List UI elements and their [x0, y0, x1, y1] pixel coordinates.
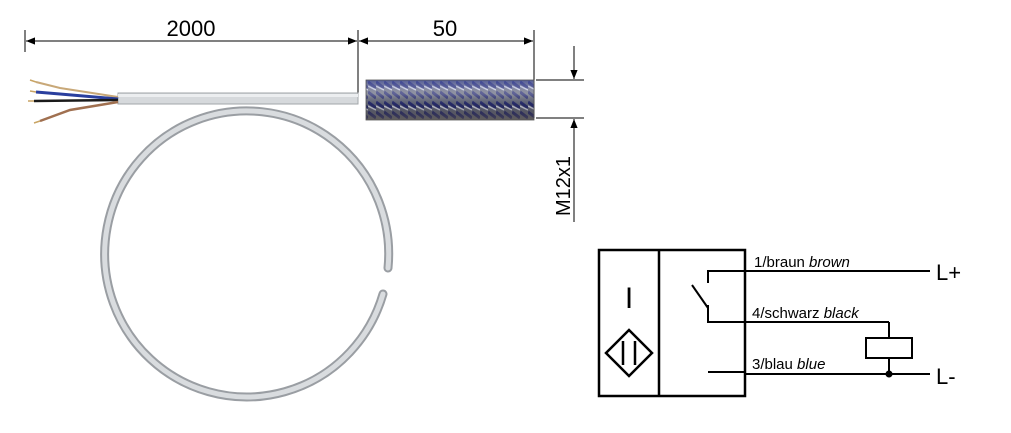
dimension-cable-length: 2000 [24, 16, 359, 100]
wire-leads [28, 79, 119, 124]
wire-label-black: 4/schwarz black [752, 305, 860, 322]
wire-label-brown: 1/braun brown [754, 254, 850, 271]
wiring-schematic: I 1/braun brown 4/schwarz black 3/blau b… [597, 248, 961, 398]
thread-label: M12x1 [553, 156, 575, 216]
terminal-l-minus: L- [936, 364, 956, 389]
cable [117, 92, 359, 105]
dimension-sensor-length: 50 [359, 16, 535, 118]
load-icon [865, 337, 913, 378]
sensor-length-label: 50 [433, 16, 457, 41]
terminal-l-plus: L+ [936, 260, 961, 285]
wire-label-blue: 3/blau blue [752, 356, 825, 373]
sensor-body [365, 79, 535, 121]
switch-contact-icon [691, 270, 745, 373]
cable-length-label: 2000 [167, 16, 216, 41]
sensor-symbol-label: I [625, 282, 633, 315]
dimension-thread: M12x1 [536, 46, 584, 222]
cable-coil [100, 106, 394, 402]
inductive-sensor-icon [604, 328, 654, 378]
